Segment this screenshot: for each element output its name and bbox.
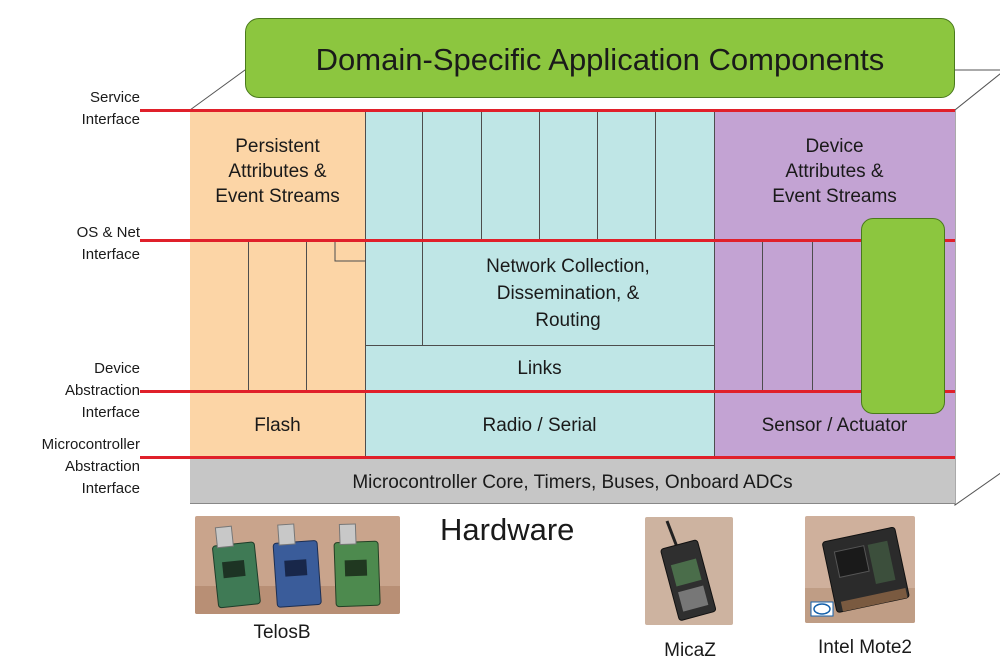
cross-layer-green-block [861, 218, 945, 414]
sensor-actuator-label: Sensor / Actuator [761, 415, 908, 436]
component-divider [812, 240, 813, 390]
component-divider [762, 240, 763, 390]
component-divider [306, 240, 307, 390]
component-divider [422, 110, 423, 345]
links-top-border [365, 345, 714, 346]
intel-mote2-caption: Intel Mote2 [818, 637, 912, 658]
micaz-caption: MicaZ [664, 640, 716, 661]
service-interface-line [140, 109, 955, 112]
network-collection-label: Network Collection,Dissemination, &Routi… [486, 256, 650, 331]
telosb-photo [195, 516, 400, 614]
component-divider [539, 110, 540, 240]
component-divider [481, 110, 482, 240]
telosb-caption: TelosB [253, 622, 311, 643]
microcontroller-bar: Microcontroller Core, Timers, Buses, Onb… [190, 458, 955, 504]
component-divider [248, 240, 249, 390]
microcontroller-label: Microcontroller Core, Timers, Buses, Onb… [352, 472, 793, 493]
flash-label: Flash [254, 415, 301, 436]
intel-mote2-photo [805, 516, 915, 623]
os-net-interface-line [140, 239, 955, 242]
column-divider [714, 110, 715, 458]
links-label: Links [517, 358, 562, 379]
application-components-title: Domain-Specific Application Components [315, 42, 885, 77]
microcontroller-abstraction-interface-line [140, 456, 955, 459]
hardware-title: Hardware [440, 512, 575, 547]
column-divider [365, 110, 366, 458]
micaz-photo [645, 517, 733, 625]
device-abstraction-interface-line [140, 390, 955, 393]
radio-serial-label: Radio / Serial [482, 415, 597, 436]
persistent-column [190, 110, 365, 458]
component-divider [655, 110, 656, 240]
application-components-block: Domain-Specific Application Components [245, 18, 955, 98]
component-divider [597, 110, 598, 240]
